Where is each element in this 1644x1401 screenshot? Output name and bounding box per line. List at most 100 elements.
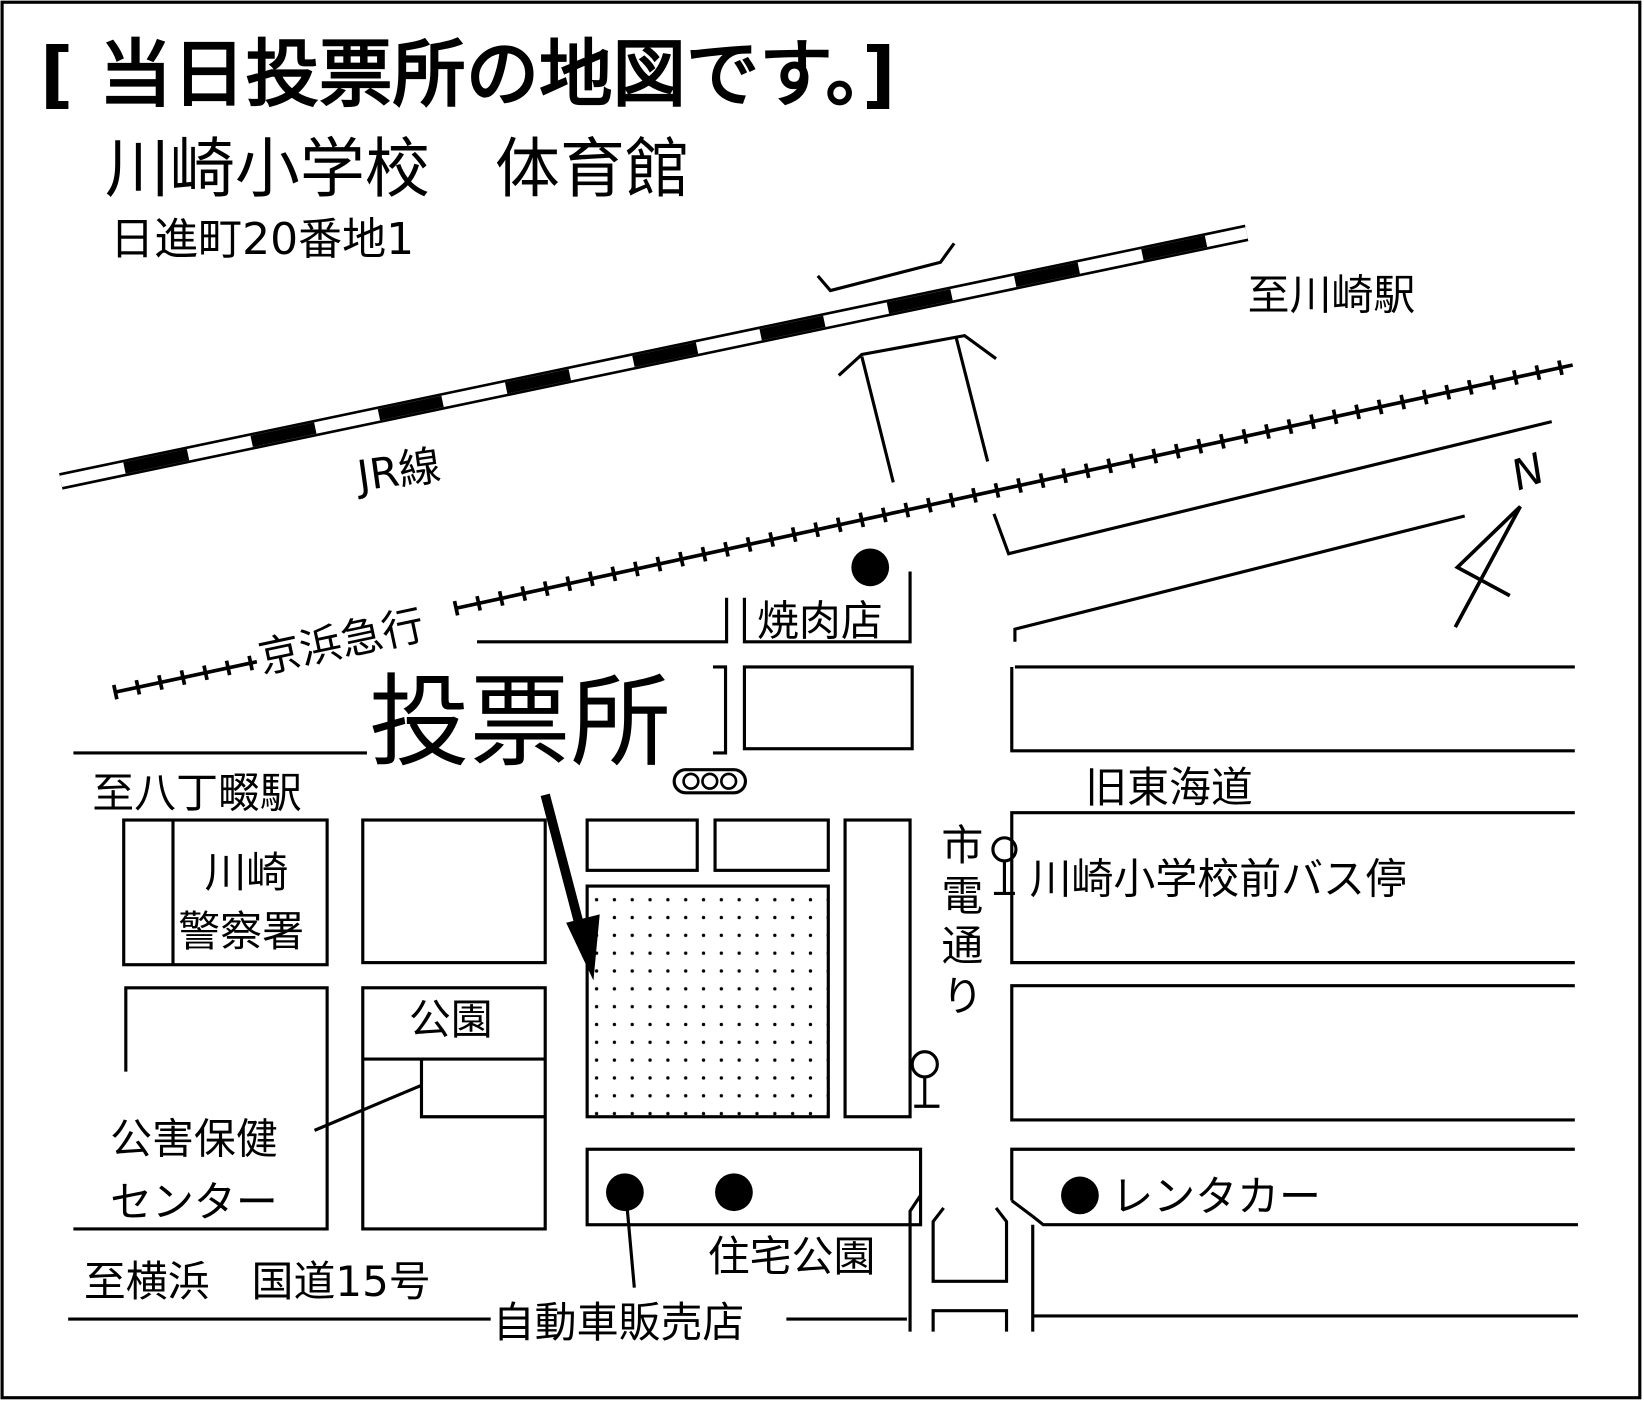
- rail-tick: [1286, 419, 1294, 435]
- rail-tick: [971, 487, 978, 503]
- station-structure: [816, 242, 1553, 642]
- park-label: 公園: [409, 995, 493, 1044]
- rail-tick: [1061, 468, 1068, 484]
- kyu-tokaido-label: 旧東海道: [1085, 763, 1253, 812]
- car-dealer-label: 自動車販売店: [493, 1298, 745, 1347]
- school-building: [585, 818, 699, 872]
- rail-tick: [858, 512, 866, 528]
- rail-tick: [790, 527, 798, 543]
- police-label-1: 川崎: [204, 848, 288, 897]
- building-bracket: [712, 665, 728, 755]
- car-dealer-marker: [606, 1173, 644, 1212]
- rail-tick: [723, 541, 730, 557]
- rental-car-label: レンタカー: [1111, 1172, 1321, 1221]
- rail-tick: [1421, 389, 1429, 405]
- venue-address: 日進町20番地1: [110, 214, 414, 265]
- jr-line-label: JR線: [351, 441, 443, 502]
- rail-tick: [1106, 458, 1114, 474]
- rail-tick: [655, 556, 663, 572]
- rail-tick: [134, 679, 142, 695]
- police-label-2: 警察署: [178, 907, 304, 956]
- bus-stop-icon: [910, 1050, 940, 1108]
- rail-tick: [1264, 423, 1271, 440]
- rail-tick: [1083, 463, 1091, 479]
- rail-tick: [948, 492, 956, 508]
- rail-tick: [1444, 384, 1452, 400]
- rail-tick: [678, 551, 685, 567]
- rail-tick: [610, 566, 618, 582]
- rail-tick: [768, 531, 775, 548]
- rail-tick: [903, 502, 911, 518]
- rail-tick: [1151, 448, 1159, 464]
- rail-tick: [926, 497, 933, 513]
- health-center-label-1: 公害保健: [110, 1114, 278, 1163]
- rail-tick: [1354, 404, 1361, 420]
- rail-tick: [993, 482, 1001, 498]
- rail-tick: [1016, 477, 1023, 494]
- health-center-label-2: センター: [110, 1177, 278, 1226]
- police-station-block: [122, 818, 329, 967]
- junction-road: [908, 1194, 1034, 1332]
- polling-place-label: 投票所: [369, 664, 671, 781]
- rental-car-marker: [1061, 1176, 1099, 1215]
- rail-tick: [1331, 409, 1339, 425]
- car-dealer-marker: [715, 1173, 753, 1212]
- map-title: [ 当日投票所の地図です。]: [40, 33, 896, 118]
- rail-tick: [633, 561, 640, 577]
- jr-railway: [59, 224, 1249, 490]
- rail-tick: [1557, 360, 1564, 376]
- rail-tick: [835, 517, 843, 533]
- rail-tick: [1466, 379, 1474, 395]
- rail-tick: [1512, 369, 1519, 386]
- building-block: [742, 665, 914, 751]
- rail-tick: [179, 670, 187, 686]
- streetcar-road-label: 市電通り: [935, 823, 984, 1024]
- rail-tick: [745, 536, 753, 552]
- yakiniku-label: 焼肉店: [757, 596, 883, 645]
- rail-tick: [1534, 365, 1542, 381]
- rail-tick: [247, 655, 254, 671]
- health-center-leader: [313, 1083, 423, 1132]
- rail-tick: [202, 665, 209, 681]
- to-hatchonawate-label: 至八丁畷駅: [92, 768, 302, 817]
- rail-tick: [1489, 374, 1497, 390]
- rail-tick: [880, 507, 888, 523]
- rail-tick: [700, 546, 708, 562]
- rail-tick: [813, 522, 821, 538]
- yakiniku-marker: [851, 548, 890, 587]
- rail-tick: [587, 571, 595, 587]
- rail-tick: [1128, 453, 1136, 469]
- school-building: [843, 818, 912, 1119]
- rail-tick: [1219, 433, 1226, 449]
- to-yokohama-label: 至横浜 国道15号: [84, 1257, 431, 1306]
- yakiniku-block: [742, 571, 912, 644]
- car-dealer-block: [585, 1147, 923, 1227]
- rail-tick: [1196, 438, 1204, 454]
- rail-tick: [1399, 394, 1407, 410]
- rail-tick: [497, 590, 505, 606]
- rail-tick: [520, 585, 528, 602]
- to-kawasaki-station-label: 至川崎駅: [1248, 270, 1416, 319]
- rail-tick: [475, 595, 482, 611]
- rail-tick: [1173, 443, 1181, 459]
- traffic-light-icon: [672, 768, 748, 795]
- health-center-block: [73, 986, 329, 1231]
- keikyu-railway: [111, 360, 1574, 700]
- rail-tick: [542, 581, 550, 597]
- school-building: [713, 818, 830, 872]
- car-dealer-leader: [625, 1205, 636, 1288]
- rail-tick: [111, 684, 119, 700]
- gymnasium-polling-place: [585, 884, 830, 1119]
- right-blocks: [1010, 665, 1578, 1332]
- rail-tick: [1241, 428, 1249, 444]
- building-block: [361, 818, 547, 965]
- rail-tick: [1309, 414, 1316, 430]
- housing-park-label: 住宅公園: [708, 1232, 876, 1281]
- rail-tick: [1376, 399, 1384, 415]
- bus-stop-label: 川崎小学校前バス停: [1030, 854, 1407, 903]
- rail-tick: [452, 600, 460, 616]
- rail-tick: [224, 660, 232, 676]
- rail-tick: [1038, 473, 1046, 489]
